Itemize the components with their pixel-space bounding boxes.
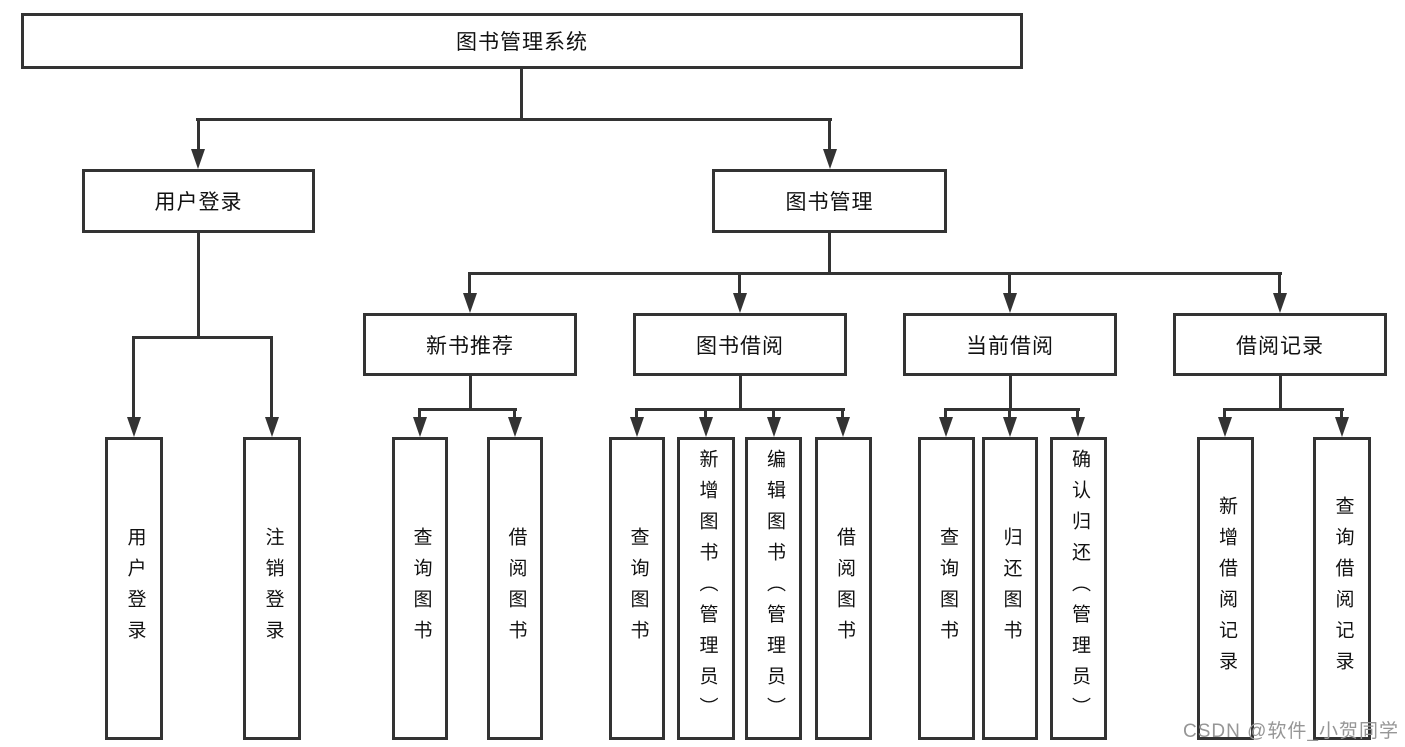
arrow-down-icon [191,149,205,169]
leaf-user-login: 用户登录 [105,437,163,740]
connector-line [1223,408,1344,411]
connector-line [418,408,517,411]
connector-line [197,118,200,152]
arrow-down-icon [733,293,747,313]
arrow-down-icon [699,417,713,437]
arrow-down-icon [1003,293,1017,313]
leaf-edit-book-admin: 编辑图书（管理员） [745,437,802,740]
arrow-down-icon [767,417,781,437]
connector-line [738,272,741,296]
node-library-management-system: 图书管理系统 [21,13,1023,69]
leaf-query-books-recommend: 查询图书 [392,437,448,740]
arrow-down-icon [1273,293,1287,313]
leaf-logout: 注销登录 [243,437,301,740]
arrow-down-icon [939,417,953,437]
connector-line [772,408,775,421]
connector-line [635,408,845,411]
arrow-down-icon [836,417,850,437]
connector-line [841,408,844,421]
connector-line [513,408,516,421]
node-borrow-records: 借阅记录 [1173,313,1387,376]
connector-line [520,69,523,118]
leaf-return-book: 归还图书 [982,437,1038,740]
connector-line [132,336,273,339]
arrow-down-icon [265,417,279,437]
connector-line [1008,408,1011,421]
connector-line [469,376,472,408]
arrow-down-icon [1335,417,1349,437]
arrow-down-icon [1218,417,1232,437]
connector-line [1076,408,1079,421]
arrow-down-icon [1071,417,1085,437]
connector-line [132,336,135,421]
arrow-down-icon [413,417,427,437]
connector-line [828,233,831,272]
arrow-down-icon [823,149,837,169]
connector-line [468,272,1282,275]
connector-line [704,408,707,421]
leaf-borrow-books-recommend: 借阅图书 [487,437,543,740]
leaf-add-book-admin: 新增图书（管理员） [677,437,735,740]
connector-line [1223,408,1226,421]
arrow-down-icon [463,293,477,313]
arrow-down-icon [127,417,141,437]
connector-line [944,408,1080,411]
leaf-borrow-books-borrow: 借阅图书 [815,437,872,740]
connector-line [944,408,947,421]
arrow-down-icon [508,417,522,437]
leaf-query-books-borrow: 查询图书 [609,437,665,740]
node-user-login: 用户登录 [82,169,315,233]
leaf-confirm-return-admin: 确认归还（管理员） [1050,437,1107,740]
csdn-watermark: CSDN @软件_小贺同学 [1183,721,1399,742]
connector-line [197,233,200,336]
connector-line [196,118,832,121]
connector-line [1009,376,1012,408]
connector-line [1340,408,1343,421]
node-book-management: 图书管理 [712,169,947,233]
connector-line [418,408,421,421]
node-new-book-recommend: 新书推荐 [363,313,577,376]
node-book-borrow: 图书借阅 [633,313,847,376]
node-current-borrow: 当前借阅 [903,313,1117,376]
connector-line [468,272,471,296]
arrow-down-icon [630,417,644,437]
leaf-add-borrow-record: 新增借阅记录 [1197,437,1254,740]
connector-line [635,408,638,421]
leaf-query-borrow-record: 查询借阅记录 [1313,437,1371,740]
leaf-query-books-current: 查询图书 [918,437,975,740]
connector-line [828,118,831,152]
arrow-down-icon [1003,417,1017,437]
connector-line [739,376,742,408]
connector-line [270,336,273,421]
connector-line [1008,272,1011,296]
connector-line [1278,272,1281,296]
connector-line [1279,376,1282,408]
